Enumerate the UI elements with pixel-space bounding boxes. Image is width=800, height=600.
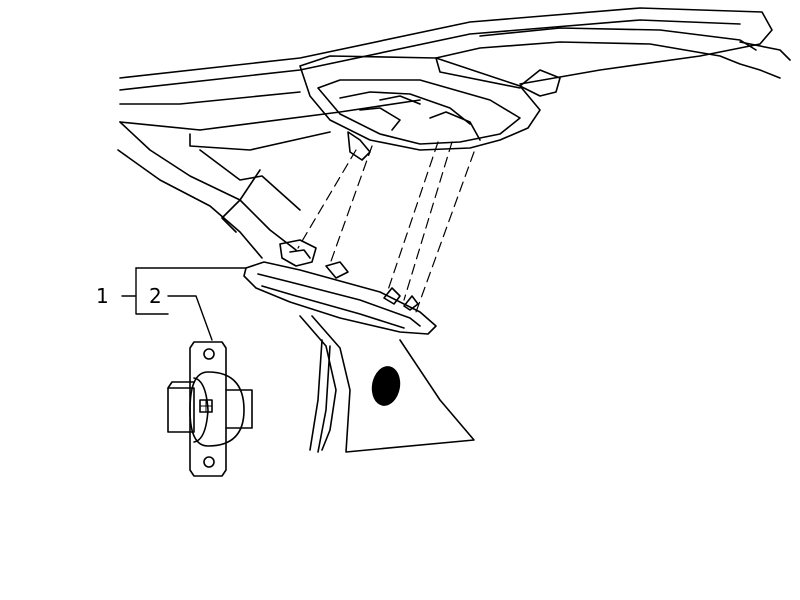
lamp-housing-roof <box>299 55 541 161</box>
detail-lamp-bulb <box>167 341 253 477</box>
dome-lamp-assembly <box>243 239 437 335</box>
b-pillar-trim <box>117 121 475 453</box>
callout-label-2: 2 <box>149 284 162 308</box>
exploded-view-guide-lines <box>297 141 475 313</box>
callout-label-1: 1 <box>96 284 109 308</box>
roof-headliner <box>119 7 791 151</box>
trim-dark-spot <box>371 366 401 406</box>
callout-leaders <box>121 267 247 341</box>
